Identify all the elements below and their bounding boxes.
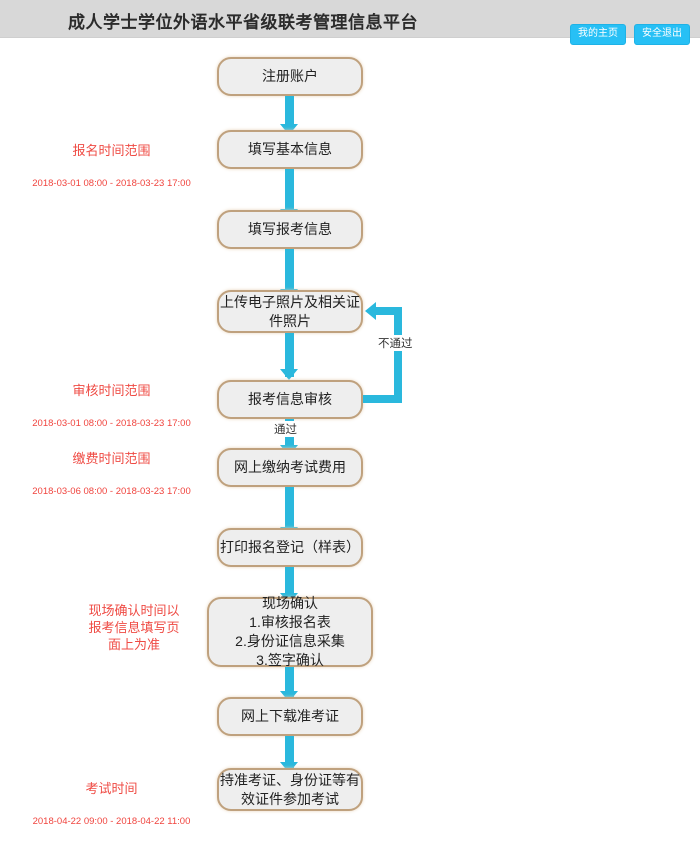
- registration-flowchart: 注册账户 填写基本信息 填写报考信息 上传电子照片及相关证 件照片 报考信息审核…: [0, 38, 700, 827]
- flow-node-onsite-confirm-label: 现场确认 1.审核报名表 2.身份证信息采集 3.签字确认: [235, 595, 345, 668]
- annotation-payment-range-title: 缴费时间范围: [72, 451, 151, 466]
- annotation-onsite-note-title: 现场确认时间以 报考信息填写页 面上为准: [88, 603, 180, 652]
- arrow-onsite-to-download-stem: [285, 667, 294, 705]
- flow-node-exam-info[interactable]: 填写报考信息: [217, 210, 363, 249]
- arrow-register-to-basic-stem: [285, 96, 294, 126]
- annotation-signup-range-title: 报名时间范围: [72, 143, 151, 158]
- secure-logout-button[interactable]: 安全退出: [634, 24, 690, 45]
- annotation-audit-range-title: 审核时间范围: [72, 383, 151, 398]
- flow-node-basic-info-label: 填写基本信息: [248, 141, 332, 157]
- flow-node-attend-exam-label: 持准考证、身份证等有 效证件参加考试: [220, 771, 360, 807]
- flow-node-audit-label: 报考信息审核: [248, 391, 332, 407]
- flow-node-audit[interactable]: 报考信息审核: [217, 380, 363, 419]
- app-header: 成人学士学位外语水平省级联考管理信息平台 我的主页 安全退出: [0, 0, 700, 45]
- arrow-register-to-basic-head: [280, 124, 298, 135]
- edge-label-pass: 通过: [272, 421, 299, 437]
- flow-node-attend-exam[interactable]: 持准考证、身份证等有 效证件参加考试: [217, 768, 363, 811]
- loop-segment-vertical: [394, 307, 402, 403]
- flow-node-pay-label: 网上缴纳考试费用: [234, 459, 346, 475]
- my-homepage-button[interactable]: 我的主页: [570, 24, 626, 45]
- flow-node-print-form-label: 打印报名登记（样表）: [220, 539, 360, 555]
- arrow-exam-to-upload-stem: [285, 249, 294, 297]
- annotation-payment-range-dates: 2018-03-06 08:00 - 2018-03-23 17:00: [32, 486, 191, 497]
- flow-node-pay[interactable]: 网上缴纳考试费用: [217, 448, 363, 487]
- loop-segment-horizontal-bottom: [363, 395, 402, 403]
- arrow-print-to-onsite-stem: [285, 567, 294, 603]
- arrow-basic-to-exam-stem: [285, 169, 294, 217]
- annotation-exam-time: 考试时间 2018-04-22 09:00 - 2018-04-22 11:00: [14, 762, 209, 847]
- arrow-pay-to-print-stem: [285, 487, 294, 535]
- flow-node-upload-photo[interactable]: 上传电子照片及相关证 件照片: [217, 290, 363, 333]
- flow-node-download-ticket-label: 网上下载准考证: [241, 708, 339, 724]
- arrow-upload-to-audit-head: [280, 369, 298, 380]
- annotation-audit-range: 审核时间范围 2018-03-01 08:00 - 2018-03-23 17:…: [14, 364, 209, 449]
- flow-node-register-label: 注册账户: [262, 68, 318, 84]
- arrow-download-to-exam-head: [280, 762, 298, 773]
- flow-node-onsite-confirm[interactable]: 现场确认 1.审核报名表 2.身份证信息采集 3.签字确认: [207, 595, 373, 668]
- arrow-download-to-exam-stem: [285, 736, 294, 774]
- edge-label-fail: 不通过: [376, 335, 415, 351]
- flow-node-exam-info-label: 填写报考信息: [248, 221, 332, 237]
- annotation-payment-range: 缴费时间范围 2018-03-06 08:00 - 2018-03-23 17:…: [14, 432, 209, 517]
- header-button-group: 我的主页 安全退出: [570, 24, 690, 45]
- annotation-exam-time-title: 考试时间: [85, 781, 138, 796]
- arrow-audit-to-pay-stem: [285, 419, 294, 463]
- annotation-onsite-note: 现场确认时间以 报考信息填写页 面上为准: [64, 584, 204, 671]
- page-title: 成人学士学位外语水平省级联考管理信息平台: [68, 13, 418, 32]
- annotation-signup-range-dates: 2018-03-01 08:00 - 2018-03-23 17:00: [32, 178, 191, 189]
- flow-node-basic-info[interactable]: 填写基本信息: [217, 130, 363, 169]
- arrow-onsite-to-download-head: [280, 691, 298, 702]
- annotation-audit-range-dates: 2018-03-01 08:00 - 2018-03-23 17:00: [32, 418, 191, 429]
- flow-node-register[interactable]: 注册账户: [217, 57, 363, 96]
- arrow-upload-to-audit-stem: [285, 333, 294, 377]
- annotation-signup-range: 报名时间范围 2018-03-01 08:00 - 2018-03-23 17:…: [14, 124, 209, 209]
- flow-node-upload-photo-label: 上传电子照片及相关证 件照片: [220, 293, 360, 329]
- loop-arrow-head: [365, 302, 376, 320]
- flow-node-print-form[interactable]: 打印报名登记（样表）: [217, 528, 363, 567]
- annotation-exam-time-dates: 2018-04-22 09:00 - 2018-04-22 11:00: [32, 816, 191, 827]
- flow-node-download-ticket[interactable]: 网上下载准考证: [217, 697, 363, 736]
- loop-segment-horizontal-top: [376, 307, 402, 315]
